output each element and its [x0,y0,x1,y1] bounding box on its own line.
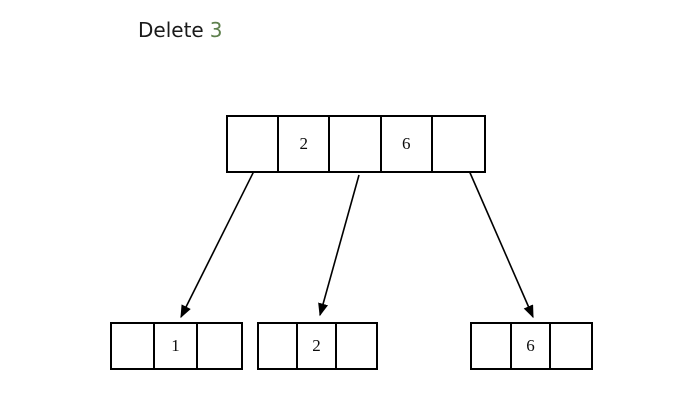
edge-group [180,158,534,319]
leaf-node-left: 1 [110,322,243,370]
node-pointer-cell [259,324,299,368]
edge-root-to-left [180,160,260,319]
node-pointer-cell [551,324,591,368]
node-key-cell: 1 [155,324,199,368]
edge-root-to-middle [318,174,360,317]
node-key-cell: 6 [512,324,552,368]
node-pointer-cell [228,117,280,171]
node-pointer-cell [330,117,382,171]
node-pointer-cell [198,324,241,368]
node-pointer-cell [112,324,156,368]
node-pointer-cell [433,117,484,171]
operation-key: 3 [209,18,223,42]
operation-label: Delete [138,18,204,42]
leaf-node-right: 6 [470,322,593,370]
node-key-cell: 2 [279,117,331,171]
node-pointer-cell [337,324,376,368]
node-pointer-cell [472,324,512,368]
edge-root-to-right [463,158,534,319]
node-key-cell: 6 [382,117,433,171]
node-key-cell: 2 [298,324,338,368]
leaf-node-middle: 2 [257,322,378,370]
